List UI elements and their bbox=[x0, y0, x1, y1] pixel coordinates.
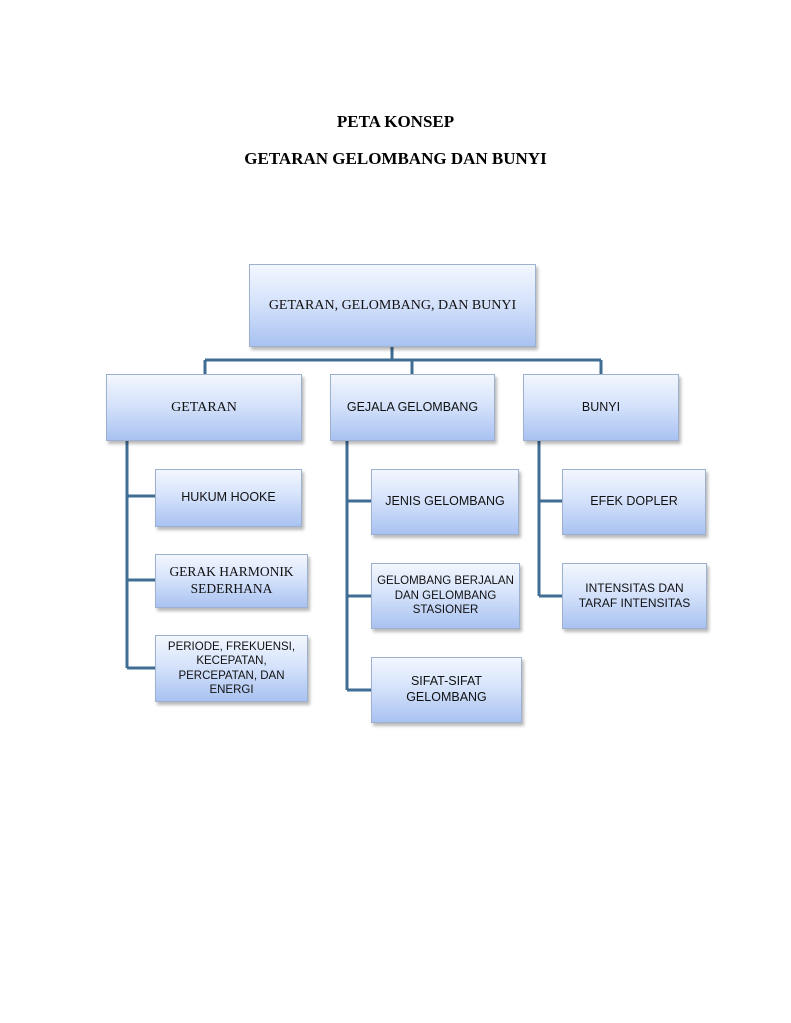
node-sifat-sifat-gelombang: SIFAT-SIFAT GELOMBANG bbox=[371, 657, 522, 723]
node-intensitas-dan-taraf-intensitas: INTENSITAS DAN TARAF INTENSITAS bbox=[562, 563, 707, 629]
node-jenis-gelombang: JENIS GELOMBANG bbox=[371, 469, 519, 535]
branch-bunyi: BUNYI bbox=[523, 374, 679, 441]
node-gelombang-berjalan: GELOMBANG BERJALAN DAN GELOMBANG STASION… bbox=[371, 563, 520, 629]
node-gerak-harmonik-sederhana: GERAK HARMONIK SEDERHANA bbox=[155, 554, 308, 608]
node-periode-frekuensi: PERIODE, FREKUENSI, KECEPATAN, PERCEPATA… bbox=[155, 635, 308, 702]
branch-gejala-gelombang: GEJALA GELOMBANG bbox=[330, 374, 495, 441]
branch-getaran: GETARAN bbox=[106, 374, 302, 441]
page-title: PETA KONSEP bbox=[336, 112, 455, 131]
node-hukum-hooke: HUKUM HOOKE bbox=[155, 469, 302, 527]
page-subtitle: GETARAN GELOMBANG DAN BUNYI bbox=[244, 149, 547, 168]
root-node: GETARAN, GELOMBANG, DAN BUNYI bbox=[249, 264, 536, 347]
node-efek-dopler: EFEK DOPLER bbox=[562, 469, 706, 535]
